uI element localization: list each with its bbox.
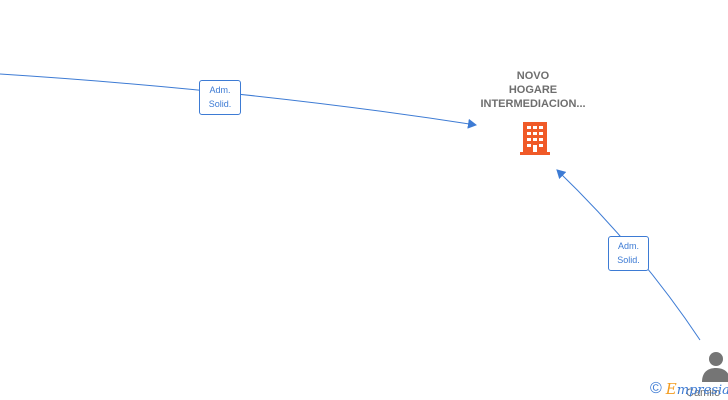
edge-label-person-line2: Solid. <box>617 255 640 265</box>
empresia-watermark: © Empresia <box>650 379 728 399</box>
brand-initial: E <box>665 380 677 398</box>
company-name-line2: HOGARE <box>508 84 558 96</box>
company-node-label[interactable]: NOVO HOGARE INTERMEDIACION... <box>466 69 600 111</box>
edge-label-left-line1: Adm. <box>209 85 231 95</box>
building-icon[interactable] <box>519 120 551 161</box>
edge-label-left: Adm. Solid. <box>199 80 241 115</box>
company-name-line3: INTERMEDIACION... <box>480 98 586 110</box>
brand-rest: mpresia <box>676 383 728 398</box>
person-node-label[interactable]: Camilo <box>686 387 721 399</box>
person-icon[interactable] <box>700 350 728 387</box>
copyright-symbol: © <box>650 380 662 397</box>
edge-label-person-line1: Adm. <box>617 241 639 251</box>
company-name-line1: NOVO <box>516 70 550 82</box>
edge-left-to-company[interactable] <box>0 73 477 129</box>
edge-label-left-line2: Solid. <box>208 99 232 109</box>
edge-label-person: Adm. Solid. <box>608 236 649 271</box>
brand-logo: Empresia <box>666 380 728 398</box>
